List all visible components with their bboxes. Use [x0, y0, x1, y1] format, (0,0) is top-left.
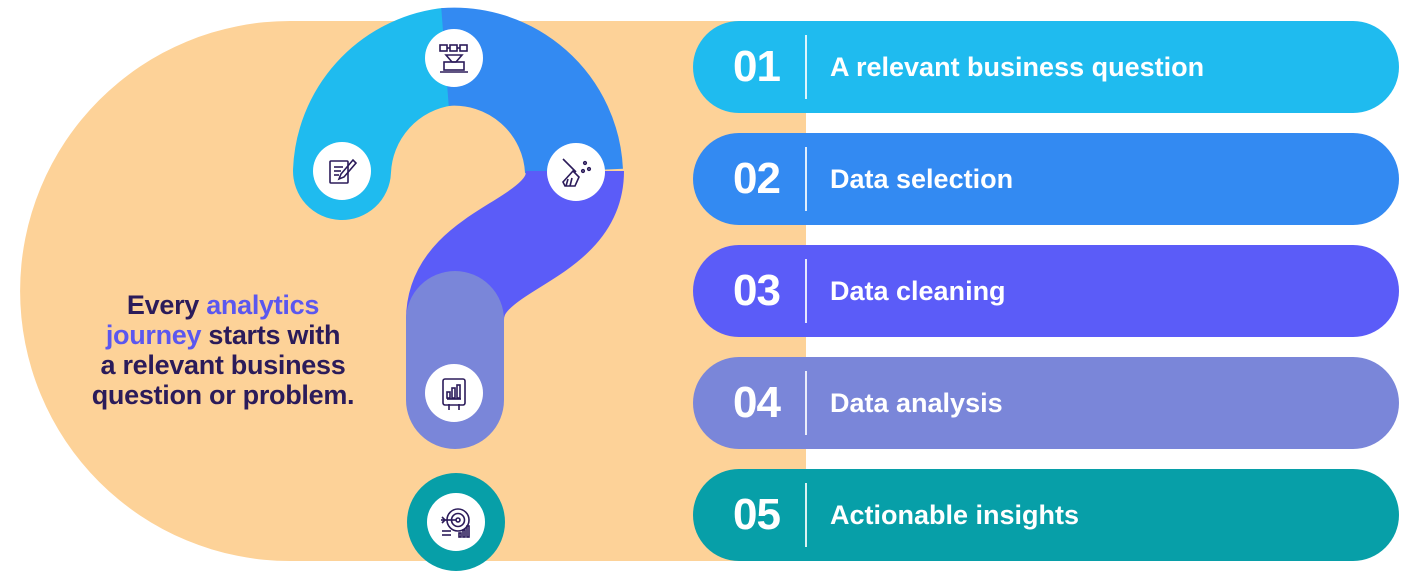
step-number: 05: [733, 490, 781, 539]
headline: Every analytics journey starts with a re…: [60, 290, 386, 410]
broom-icon: [547, 143, 605, 201]
step-01: 01 A relevant business question: [693, 21, 1399, 113]
headline-highlight: journey: [105, 320, 202, 350]
step-number: 04: [733, 378, 781, 427]
step-label: A relevant business question: [830, 52, 1205, 82]
document-edit-icon: [313, 142, 371, 200]
step-number: 03: [733, 266, 781, 315]
headline-line-4: question or problem.: [91, 380, 355, 410]
target-arrow-icon: [427, 493, 485, 551]
headline-line-1: Every analytics: [60, 290, 386, 320]
step-label: Actionable insights: [830, 500, 1080, 530]
step-number: 02: [733, 154, 781, 203]
step-04: 04 Data analysis: [693, 357, 1399, 449]
tablet-chart-icon: [425, 364, 483, 422]
headline-line-3: a relevant business: [100, 350, 346, 380]
step-divider: [805, 371, 807, 435]
step-label: Data analysis: [830, 388, 1003, 418]
step-divider: [805, 147, 807, 211]
step-number: 01: [733, 42, 781, 91]
headline-line-2: journey starts with: [60, 320, 386, 350]
step-divider: [805, 259, 807, 323]
headline-text: Every: [126, 290, 207, 320]
step-03: 03 Data cleaning: [693, 245, 1399, 337]
headline-highlight: analytics: [206, 290, 320, 320]
laptop-data-icon: [425, 29, 483, 87]
step-divider: [805, 483, 807, 547]
step-05: 05 Actionable insights: [693, 469, 1399, 561]
step-label: Data cleaning: [830, 276, 1006, 306]
step-label: Data selection: [830, 164, 1014, 194]
headline-text: starts with: [201, 320, 341, 350]
step-divider: [805, 35, 807, 99]
step-02: 02 Data selection: [693, 133, 1399, 225]
